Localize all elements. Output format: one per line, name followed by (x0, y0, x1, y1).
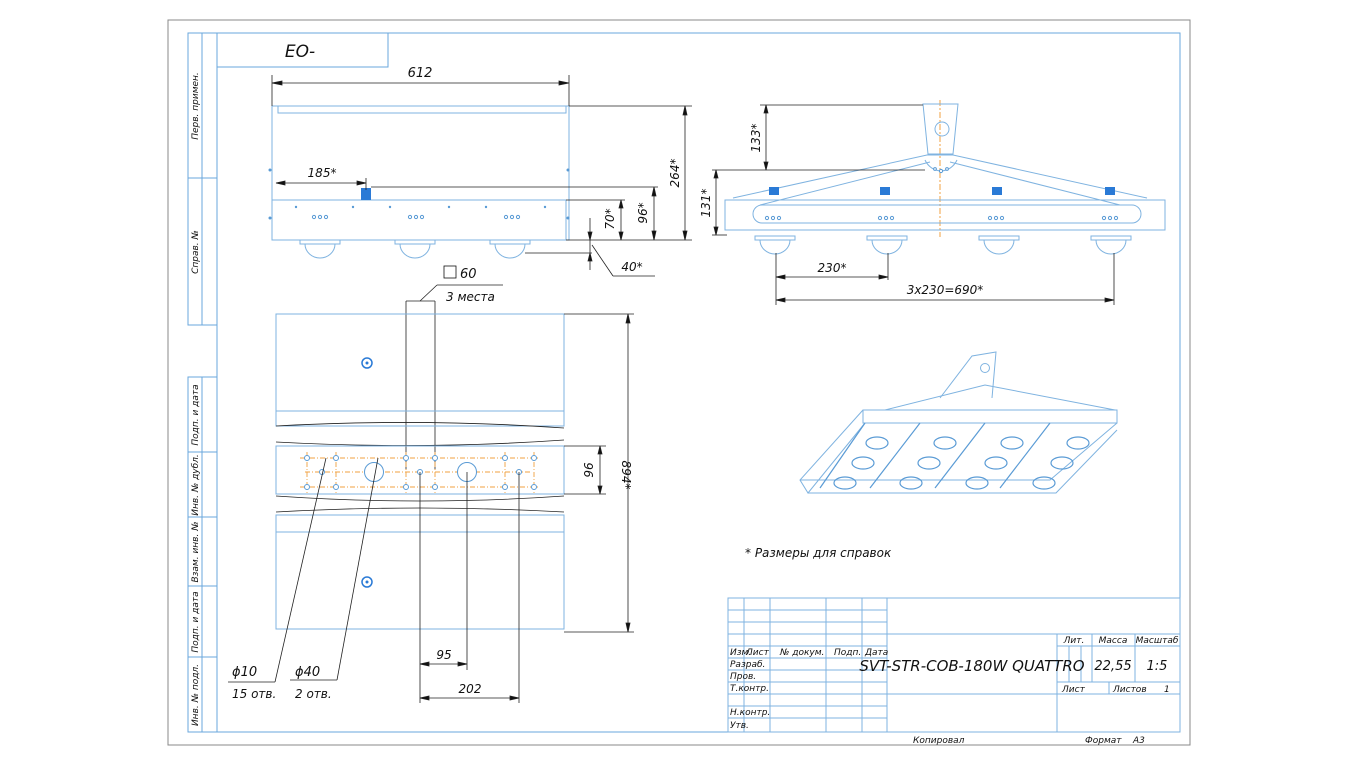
sheet-border (167, 19, 1191, 746)
top-view-dimensions (228, 313, 634, 703)
hole-d40-label: ϕ40 (295, 665, 320, 680)
format-value: A3 (1132, 736, 1145, 746)
square-note-3-places: 3 места (446, 290, 495, 304)
tb-header-date: Дата (864, 648, 888, 658)
stamp-label-inv-dubl: Инв. № дубл. (191, 454, 201, 516)
stamp-label-podp1: Подп. и дата (191, 384, 201, 445)
stamp-label-vzam: Взам. инв. № (191, 521, 201, 582)
side-view (724, 100, 1166, 255)
title-block-grid (727, 597, 1181, 733)
tb-row-nkontr: Н.контр. (730, 708, 770, 718)
dim-202: 202 (459, 682, 482, 696)
side-view-dimensions (712, 104, 1115, 305)
tb-row-tkontr: Т.контр. (730, 684, 769, 694)
tb-sheets-label: Листов (1112, 685, 1147, 695)
copied-label: Копировал (913, 736, 965, 746)
hole-d10-count: 15 отв. (232, 687, 276, 701)
designation-text: EO- (285, 42, 315, 62)
tb-mass-value: 22,55 (1094, 659, 1131, 674)
tb-sheet-label: Лист (1061, 685, 1086, 695)
dim-pitch-230: 230* (818, 261, 847, 275)
isometric-view (799, 351, 1118, 494)
square-symbol-icon (443, 265, 457, 279)
dim-mount-96: 96 (582, 462, 596, 478)
dim-95: 95 (436, 648, 451, 662)
dim-square-60: 60 (460, 267, 477, 282)
dim-height-131: 131* (699, 189, 713, 218)
hole-d10-label: ϕ10 (232, 665, 257, 680)
dim-offset-185: 185* (308, 166, 337, 180)
tb-header-doc: № докум. (779, 648, 824, 658)
product-name: SVT-STR-COB-180W QUATTRO (859, 657, 1084, 675)
dim-total-690: 3x230=690* (907, 283, 984, 297)
tb-header-list: Лист (745, 648, 770, 658)
dim-height-264: 264* (668, 159, 682, 188)
format-label: Формат (1085, 736, 1122, 746)
reference-dimensions-note: * Размеры для справок (745, 546, 892, 560)
front-view (268, 105, 570, 259)
tb-lit-label: Лит. (1063, 636, 1085, 646)
dim-height-70: 70* (603, 208, 617, 229)
dim-width-612: 612 (408, 66, 433, 81)
dim-lens-40: 40* (621, 260, 642, 274)
tb-sheets-value: 1 (1164, 685, 1170, 695)
stamp-label-perv: Перв. примен. (191, 72, 201, 140)
tb-scale-label: Масштаб (1136, 636, 1179, 646)
stamp-label-inv-podl: Инв. № подл. (191, 664, 201, 726)
tb-row-prov: Пров. (730, 672, 756, 682)
tb-row-razrab: Разраб. (730, 660, 765, 670)
square-leader (405, 284, 503, 470)
hole-d40-count: 2 отв. (295, 687, 332, 701)
stamp-label-sprav: Справ. № (191, 230, 201, 274)
connector-icon (361, 188, 371, 200)
side-stamp-bottom (187, 376, 218, 733)
tb-header-sign: Подп. (834, 648, 861, 658)
front-view-dimensions (271, 75, 692, 277)
dim-height-133: 133* (749, 124, 763, 153)
tb-row-utv: Утв. (730, 721, 749, 731)
tb-scale-value: 1:5 (1147, 659, 1168, 674)
top-view (275, 313, 565, 630)
dim-height-96: 96* (636, 202, 650, 223)
tb-header-izm: Изм. (730, 648, 751, 658)
drawing-frame (216, 32, 1181, 733)
tb-mass-label: Масса (1099, 636, 1128, 646)
dim-length-894: 894* (619, 461, 633, 490)
side-stamp-top (187, 32, 218, 326)
stamp-label-podp2: Подп. и дата (191, 591, 201, 652)
designation-box (216, 32, 389, 68)
